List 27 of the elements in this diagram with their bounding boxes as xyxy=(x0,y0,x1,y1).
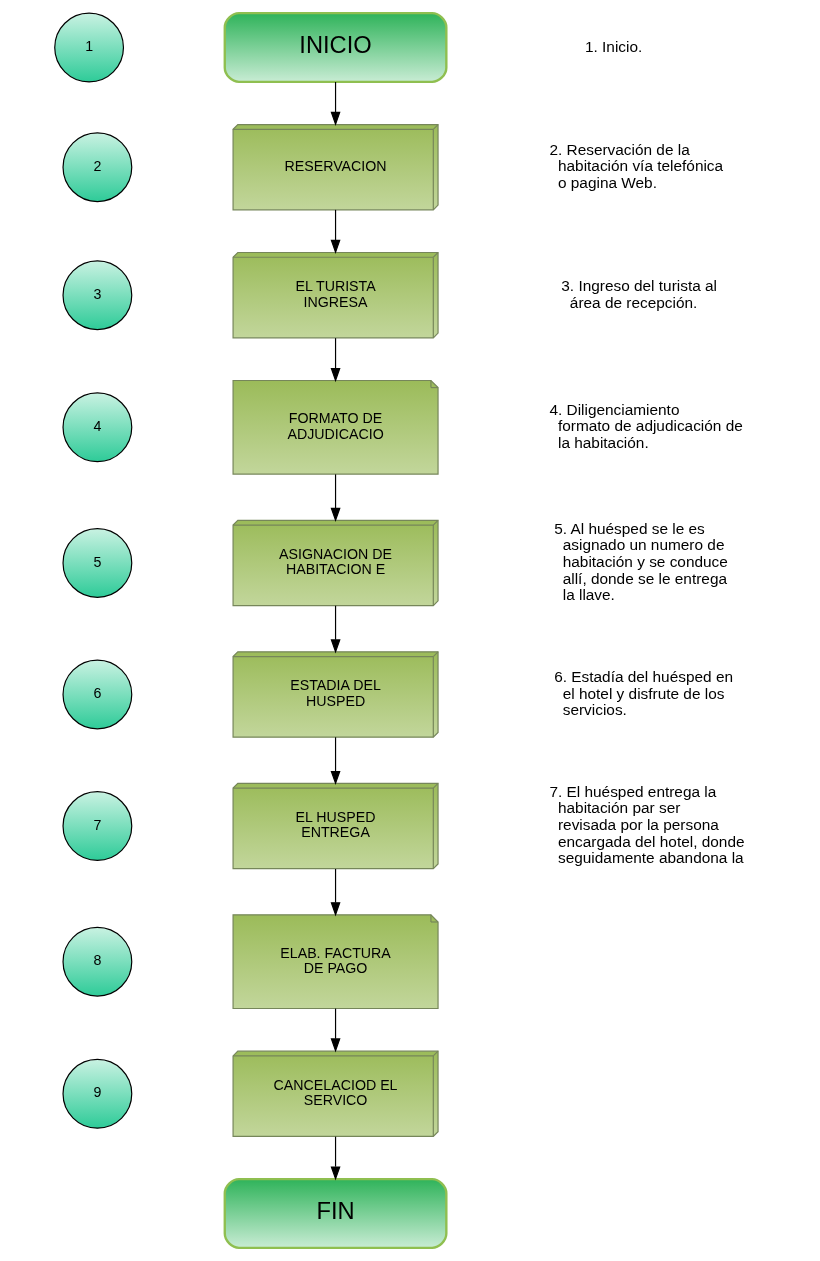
label: 7. El huésped entrega la habitación par ser revisada por la persona encargada del hotel, donde seguidamente abandona la xyxy=(548,782,745,867)
arrow xyxy=(330,1136,341,1181)
node-circle: 6 xyxy=(61,659,132,730)
label: 3. Ingreso del turista al área de recepción. xyxy=(560,276,717,311)
label: 6. Estadía del huésped en el hotel y disfrute de los servicios. xyxy=(553,667,733,719)
node-circle: 7 xyxy=(61,791,132,861)
label: 2. Reservación de la habitación vía telefónica o pagina Web. xyxy=(548,140,723,191)
arrow xyxy=(330,605,341,654)
arrow xyxy=(330,81,341,127)
arrow xyxy=(330,473,341,523)
arrow xyxy=(330,1008,341,1053)
node-box: INICIO xyxy=(223,12,448,84)
node-box: FIN xyxy=(223,1177,448,1249)
label: 4. Diligenciamiento formato de adjudicación de la habitación. xyxy=(548,400,743,451)
node-circle: 8 xyxy=(61,926,132,997)
arrow xyxy=(330,736,341,786)
label: 5. Al huésped se le es asignado un numero de habitación y se conduce allí, donde se le entrega la llave. xyxy=(553,519,728,604)
node-circle: 3 xyxy=(61,260,132,331)
node-circle: 2 xyxy=(61,132,132,203)
node-circle: 1 xyxy=(53,12,124,83)
label: 1. Inicio. xyxy=(584,37,642,55)
arrow xyxy=(330,868,341,917)
node-circle: 5 xyxy=(61,528,132,598)
node-circle: 4 xyxy=(61,392,132,463)
arrow xyxy=(330,209,341,254)
node-circle: 9 xyxy=(61,1058,132,1129)
arrow xyxy=(330,337,341,383)
